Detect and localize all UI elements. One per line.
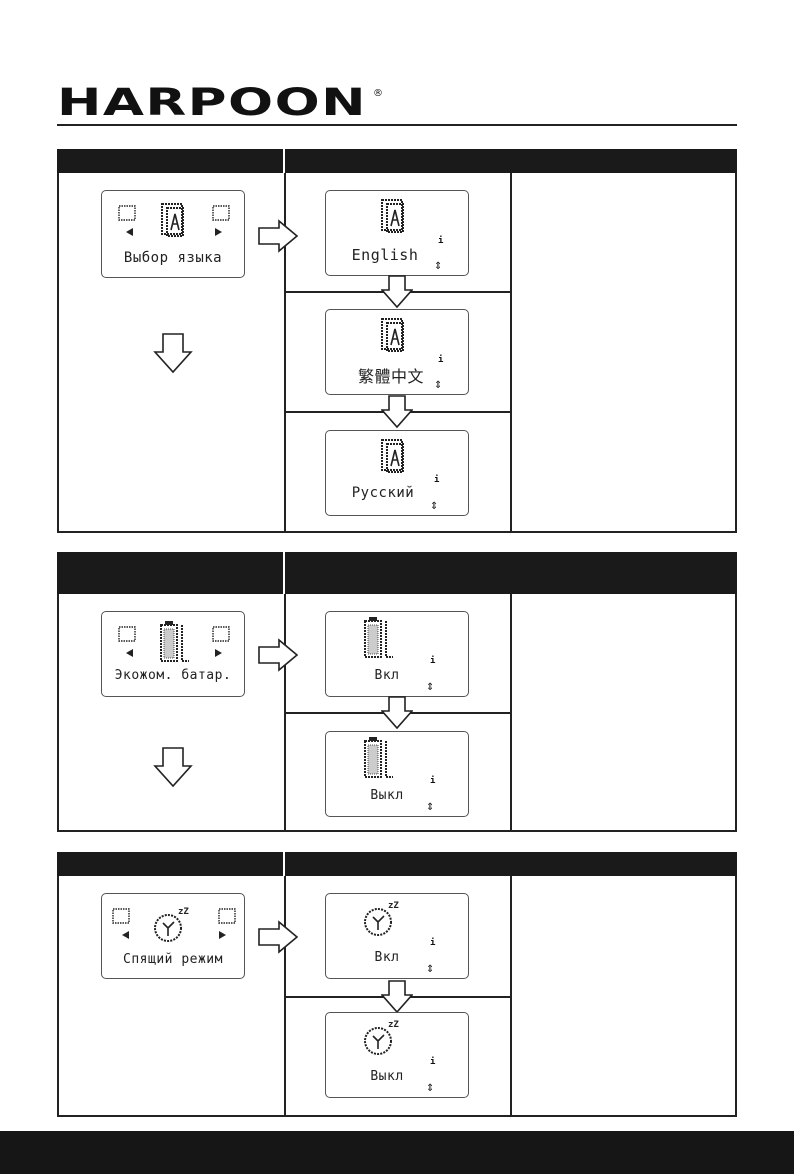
lcd-option-label: Выкл — [370, 1069, 404, 1084]
language-book-icon — [381, 199, 404, 233]
lcd-nav-glyphs — [112, 908, 236, 939]
updown-icon: ⇕ — [430, 501, 439, 512]
svg-text:zZ: zZ — [388, 1020, 399, 1030]
header-rule — [57, 124, 737, 126]
lcd-option-russian[interactable]: Русский i ⇕ — [325, 430, 469, 516]
arrow-right-icon — [258, 638, 299, 672]
lcd-nav-glyphs — [118, 205, 230, 236]
language-book-icon — [381, 439, 404, 473]
info-mark: i — [430, 938, 436, 948]
updown-icon: ⇕ — [426, 964, 435, 975]
info-mark: i — [434, 475, 440, 485]
arrow-right-icon — [258, 219, 299, 253]
language-book-icon — [381, 318, 404, 352]
updown-icon: ⇕ — [434, 261, 443, 272]
lcd-option-label: Русский — [351, 485, 415, 501]
arrow-right-icon — [258, 920, 299, 954]
sleep-clock-icon: zZ — [364, 901, 399, 936]
lcd-menu-label: Экожом. батар. — [114, 668, 232, 683]
lcd-option-label: Вкл — [374, 668, 400, 683]
arrow-down-icon — [153, 747, 193, 788]
footer-bar — [0, 1131, 794, 1174]
svg-text:zZ: zZ — [178, 907, 189, 917]
lcd-battery-menu[interactable]: Экожом. батар. — [101, 611, 245, 697]
lcd-option-on[interactable]: Вкл i ⇕ — [325, 611, 469, 697]
sleep-clock-icon: zZ — [154, 907, 189, 942]
arrow-down-icon — [153, 333, 193, 374]
info-mark: i — [430, 1057, 436, 1067]
battery-icon — [160, 621, 189, 662]
arrow-down-icon — [381, 980, 413, 1014]
lcd-option-on[interactable]: zZ Вкл i ⇕ — [325, 893, 469, 979]
lcd-nav-glyphs — [118, 626, 230, 657]
lcd-option-label: 繁體中文 — [357, 367, 424, 386]
info-mark: i — [430, 776, 436, 786]
section-header — [57, 852, 737, 876]
battery-icon — [364, 617, 393, 658]
arrow-down-icon — [381, 395, 413, 429]
lcd-option-label: Вкл — [374, 950, 400, 965]
language-book-icon — [161, 203, 184, 237]
sleep-clock-icon: zZ — [364, 1020, 399, 1055]
svg-text:zZ: zZ — [388, 901, 399, 911]
lcd-option-off[interactable]: zZ Выкл i ⇕ — [325, 1012, 469, 1098]
registered-mark: ® — [373, 88, 383, 99]
battery-section: Экожом. батар. Вкл i ⇕ Выкл i ⇕ — [57, 552, 737, 832]
section-header — [57, 149, 737, 173]
section-header — [57, 552, 737, 594]
arrow-down-icon — [381, 275, 413, 309]
lcd-option-label: Выкл — [370, 788, 404, 803]
info-mark: i — [430, 656, 436, 666]
language-section: Выбор языка English i ⇕ 繁體中文 i ⇕ — [57, 149, 737, 533]
battery-icon — [364, 737, 393, 778]
updown-icon: ⇕ — [426, 682, 435, 693]
lcd-language-menu[interactable]: Выбор языка — [101, 190, 245, 278]
lcd-menu-label: Выбор языка — [123, 250, 223, 266]
harpoon-logo: HARPOON ® — [57, 84, 383, 118]
updown-icon: ⇕ — [426, 1083, 435, 1094]
info-mark: i — [438, 236, 444, 246]
lcd-option-english[interactable]: English i ⇕ — [325, 190, 469, 276]
lcd-menu-label: Спящий режим — [123, 952, 223, 967]
updown-icon: ⇕ — [434, 380, 443, 391]
logo-wordmark: HARPOON — [57, 84, 367, 118]
lcd-option-label: English — [351, 246, 419, 264]
lcd-sleep-menu[interactable]: zZ Спящий режим — [101, 893, 245, 979]
lcd-option-chinese[interactable]: 繁體中文 i ⇕ — [325, 309, 469, 395]
lcd-option-off[interactable]: Выкл i ⇕ — [325, 731, 469, 817]
sleep-section: zZ Спящий режим zZ Вкл i ⇕ zZ Выкл i ⇕ — [57, 852, 737, 1117]
updown-icon: ⇕ — [426, 802, 435, 813]
arrow-down-icon — [381, 696, 413, 730]
info-mark: i — [438, 355, 444, 365]
